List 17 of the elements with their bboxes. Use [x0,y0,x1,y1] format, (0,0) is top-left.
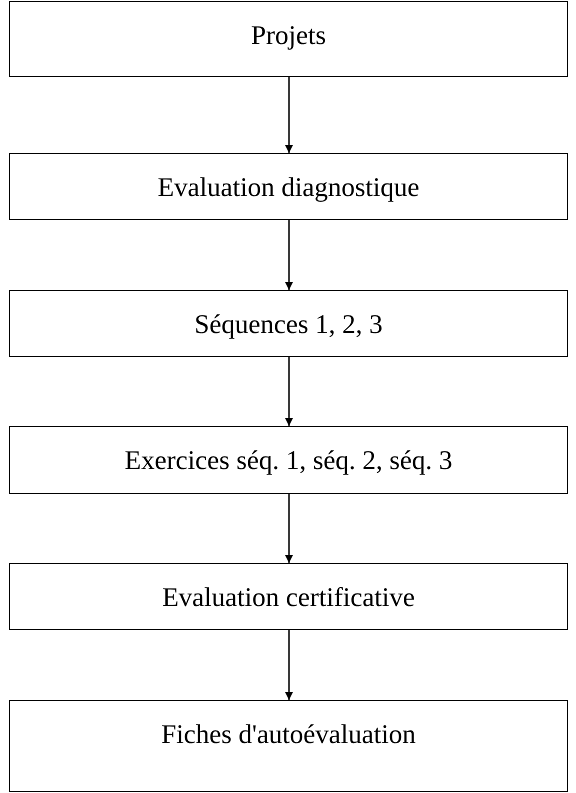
process-box [9,1,568,77]
process-box [9,700,568,792]
arrow [285,630,293,700]
arrow [285,220,293,290]
arrow [285,357,293,426]
process-box [9,563,568,630]
arrow [285,494,293,563]
box-label: Fiches d'autoévaluation [161,719,416,751]
process-box [9,290,568,357]
box-label: Evaluation diagnostique [158,172,420,204]
box-label: Exercices séq. 1, séq. 2, séq. 3 [124,445,452,477]
box-label: Evaluation certificative [162,582,415,614]
box-label: Projets [250,20,326,52]
process-box [9,426,568,494]
process-box [9,153,568,220]
arrow [285,77,293,153]
box-label: Séquences 1, 2, 3 [194,309,383,341]
